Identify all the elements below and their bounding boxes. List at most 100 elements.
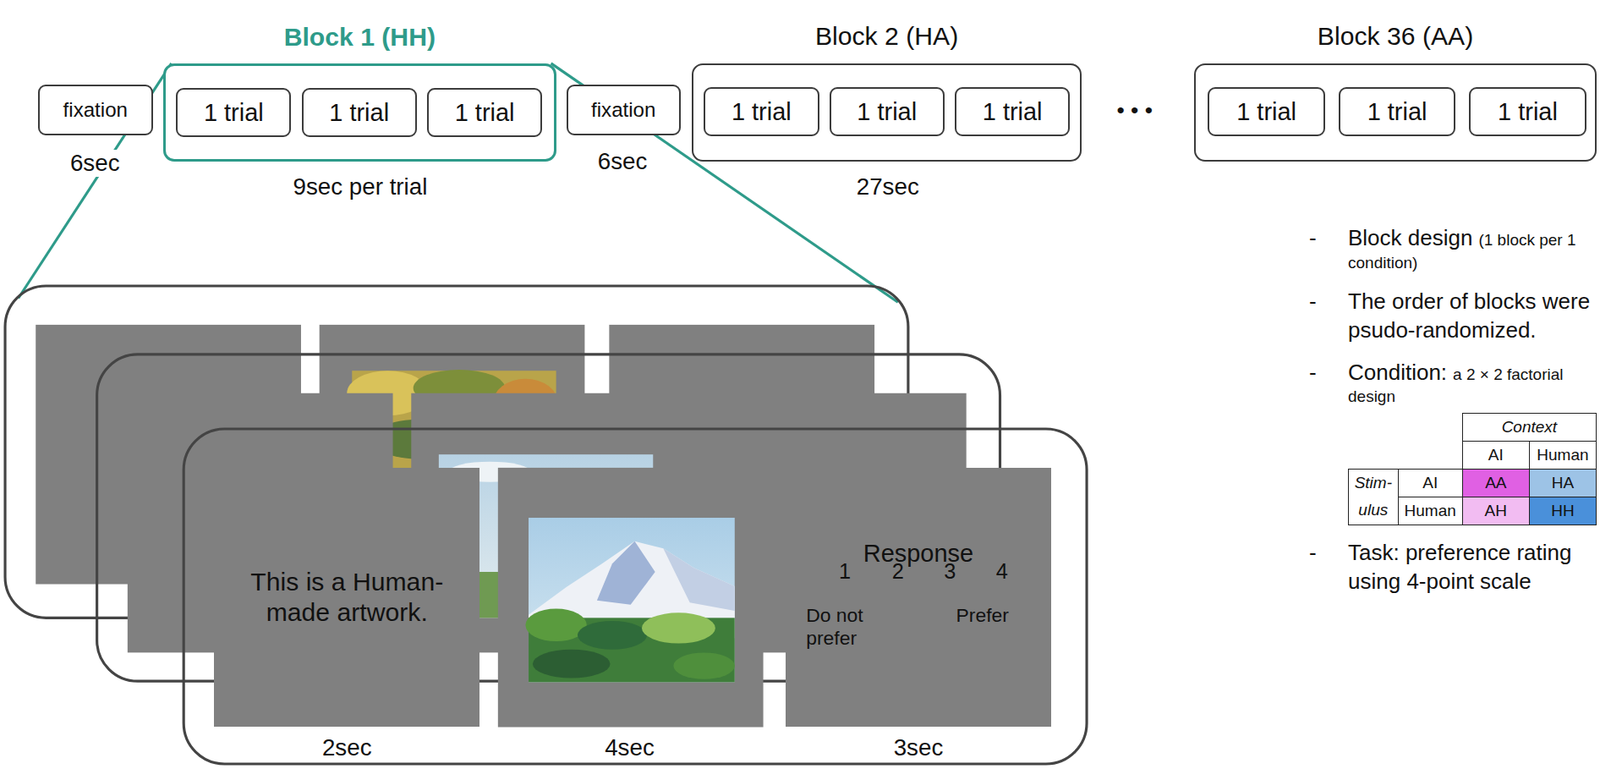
trial-panel-front [498, 467, 764, 728]
header-cell: Human [1397, 497, 1463, 526]
trial-box: 1 trial [1338, 87, 1457, 137]
table-header: ulus [1358, 500, 1388, 519]
trial-panel-front [183, 428, 1087, 764]
bullet-dash: - [1309, 224, 1317, 251]
bullet-item: - The order of blocks were psudo-randomiz… [1309, 287, 1597, 346]
artwork-mountain [525, 608, 587, 642]
block-box: 1 trial1 trial1 trialBlock 36 (AA) [1194, 63, 1598, 162]
header-cell: AI [1462, 441, 1529, 470]
bullet-text: Block design [1347, 224, 1473, 251]
artwork-mountain [641, 612, 716, 643]
condition-cell: AA [1462, 469, 1529, 498]
fixation-box: fixation [38, 84, 154, 136]
artwork-mountain [663, 547, 735, 611]
zoom-line [18, 63, 172, 299]
context-screen: This is a Human-made artwork. [213, 467, 480, 727]
table-blank [1348, 413, 1464, 470]
duration-label: 6sec [594, 147, 652, 176]
block-box: 1 trial1 trial1 trialBlock 1 (HH) [163, 63, 557, 162]
node-text: 1 trial [982, 98, 1043, 127]
scale-text: 4 [996, 558, 1009, 584]
response-screen: Response1234Do not preferPrefer [785, 467, 1052, 727]
response-title: Response [863, 540, 974, 569]
bullet-dash: - [1309, 288, 1317, 314]
table-row: Context [1348, 413, 1597, 442]
artwork-mountain [597, 541, 656, 605]
duration-label: 4sec [601, 734, 658, 762]
duration-label: 27sec [853, 173, 923, 201]
bullet-body: Task: preference rating using 4-point sc… [1347, 538, 1597, 597]
bullet-text: Condition: [1347, 359, 1447, 385]
trial-box: 1 trial [427, 87, 543, 137]
table-row: AI Human [1348, 441, 1597, 470]
bullet-text: The order of blocks were psudo-randomize… [1347, 288, 1590, 343]
header-cell: ulus [1348, 497, 1399, 526]
bullet-body: Block design(1 block per 1 condition) [1347, 224, 1597, 274]
fixation-box: fixation [566, 84, 681, 136]
trial-box: 1 trial [954, 87, 1070, 137]
bullet-item: - Block design(1 block per 1 condition) [1309, 224, 1597, 274]
table-header: Context [1501, 417, 1557, 436]
duration-label: 2sec [318, 734, 376, 762]
header-cell: Stim- [1348, 469, 1399, 498]
duration-label: 3sec [890, 734, 948, 762]
condition-code: HA [1551, 473, 1574, 492]
node-text: fixation [591, 98, 656, 122]
node-text: fixation [63, 98, 128, 122]
zoom-line [18, 63, 899, 302]
node-text: 1 trial [203, 98, 264, 127]
condition-code: AA [1484, 473, 1507, 492]
condition-table: ContextAIHumanStim-AIAAHAulusHumanAHHH [1347, 412, 1597, 526]
bullet-dash-cell: - [1309, 224, 1348, 274]
condition-cell: AH [1462, 497, 1529, 526]
scale-text: Prefer [956, 603, 1039, 626]
node-text: This is a Human-made artwork. [242, 566, 452, 628]
table-header: Stim- [1354, 473, 1392, 492]
duration-label: 9sec per trial [290, 173, 432, 201]
bullet-dash-cell: - [1309, 538, 1348, 597]
block-heading: Block 36 (AA) [1317, 21, 1474, 51]
scale-text: 2 [892, 558, 905, 584]
table-row: ulus Human AH HH [1348, 497, 1597, 526]
bullet-body: The order of blocks were psudo-randomize… [1347, 287, 1597, 346]
node-text: 1 trial [1236, 98, 1297, 127]
duration-label: 6sec [66, 149, 124, 177]
trial-panel-front [183, 428, 1087, 764]
header-cell: Context [1462, 413, 1596, 442]
bullet-dash: - [1309, 359, 1317, 385]
table-header: Human [1536, 445, 1589, 464]
condition-cell: HH [1528, 497, 1596, 526]
bullet-dash: - [1309, 539, 1317, 565]
scale-text: 1 [838, 558, 851, 584]
table-header: AI [1422, 473, 1438, 492]
artwork-mountain [525, 517, 735, 682]
bullet-dash-cell: - [1309, 358, 1348, 526]
trial-box: 1 trial [175, 87, 291, 137]
node-text: 1 trial [1367, 98, 1428, 127]
notes-column: - Block design(1 block per 1 condition) - T… [1309, 224, 1597, 609]
condition-code: AH [1484, 501, 1507, 520]
block-heading: Block 2 (HA) [815, 21, 959, 51]
header-cell: Human [1528, 441, 1596, 470]
trial-box: 1 trial [301, 87, 417, 137]
block-box: 1 trial1 trial1 trialBlock 2 (HA) [691, 63, 1082, 162]
condition-code: HH [1550, 501, 1574, 520]
trial-box: 1 trial [829, 87, 945, 137]
table-header: AI [1488, 445, 1504, 464]
condition-cell: HA [1528, 469, 1596, 498]
bullet-item: - Condition:a 2 × 2 factorial designConte… [1309, 358, 1597, 526]
node-text: 1 trial [328, 98, 390, 127]
scale-text: 3 [943, 558, 956, 584]
bullet-dash-cell: - [1309, 287, 1348, 346]
trial-box: 1 trial [1207, 87, 1326, 137]
artwork-mountain [673, 652, 735, 679]
node-text: 1 trial [454, 98, 516, 127]
block-heading: Block 1 (HH) [284, 22, 436, 52]
bullet-item: - Task: preference rating using 4-point s… [1309, 538, 1597, 597]
table-header: Human [1404, 501, 1457, 520]
artwork-mountain [528, 517, 735, 682]
bullet-body: Condition:a 2 × 2 factorial designContex… [1347, 358, 1597, 526]
node-text: 1 trial [1497, 98, 1558, 127]
node-text: 1 trial [856, 98, 917, 127]
